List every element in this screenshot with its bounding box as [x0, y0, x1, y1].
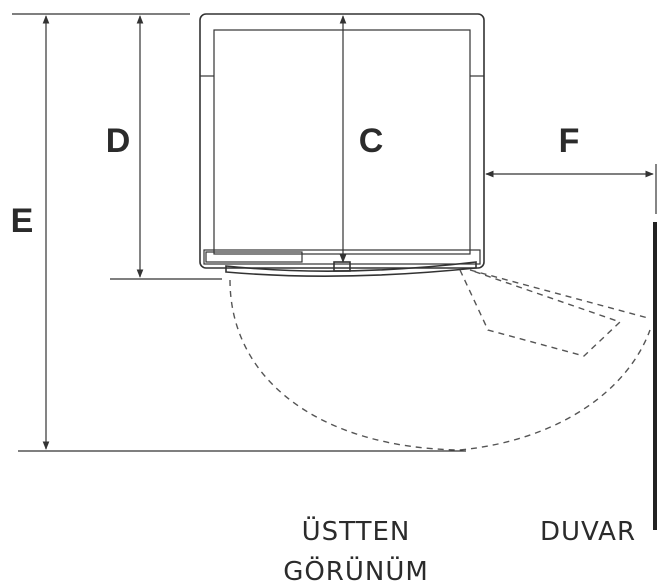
appliance-outer-outline [199, 13, 485, 269]
door-handle [333, 261, 351, 272]
caption-top-view-line1: ÜSTTEN [302, 515, 411, 547]
door-swing-arc-right [459, 329, 651, 451]
door-open-edge [469, 269, 649, 319]
door-closed [225, 261, 477, 277]
door-swing [229, 269, 651, 451]
dimension-c-label: C [359, 122, 384, 160]
dimension-d-label: D [106, 122, 131, 160]
door-open-position [459, 269, 622, 357]
door-swing-arc-left [229, 279, 461, 451]
door-hinge-plate [205, 251, 303, 263]
dimension-e-label: E [11, 202, 34, 240]
appliance-inner-outline [213, 29, 471, 255]
caption-top-view-line2: GÖRÜNÜM [283, 555, 429, 587]
appliance-body [199, 13, 485, 277]
caption-wall: DUVAR [540, 517, 636, 547]
dimension-f-label: F [559, 122, 580, 160]
